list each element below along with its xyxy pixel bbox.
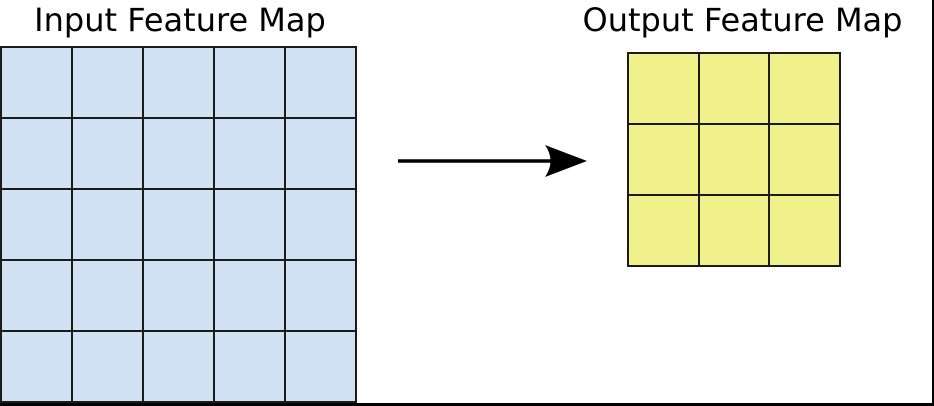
grid-cell	[73, 332, 142, 401]
grid-cell	[629, 54, 698, 123]
grid-cell	[286, 119, 355, 188]
grid-cell	[286, 332, 355, 401]
grid-cell	[215, 332, 284, 401]
grid-cell	[144, 48, 213, 117]
output-feature-map-grid	[627, 52, 841, 267]
grid-cell	[144, 332, 213, 401]
grid-cell	[2, 190, 71, 259]
grid-cell	[73, 261, 142, 330]
grid-cell	[286, 261, 355, 330]
grid-cell	[770, 196, 839, 265]
grid-cell	[2, 119, 71, 188]
grid-cell	[699, 125, 769, 194]
grid-cell	[629, 196, 698, 265]
grid-cell	[73, 48, 142, 117]
grid-cell	[144, 190, 213, 259]
grid-cell	[73, 119, 142, 188]
grid-cell	[144, 261, 213, 330]
grid-cell	[215, 119, 284, 188]
grid-cell	[699, 196, 769, 265]
grid-cell	[215, 190, 284, 259]
grid-cell	[699, 54, 769, 123]
grid-cell	[2, 48, 71, 117]
grid-cell	[770, 125, 839, 194]
grid-cell	[629, 125, 698, 194]
grid-cell	[286, 48, 355, 117]
input-feature-map-title: Input Feature Map	[34, 1, 326, 39]
grid-cell	[2, 332, 71, 401]
grid-cell	[215, 48, 284, 117]
input-feature-map-grid	[0, 46, 357, 403]
output-feature-map-title: Output Feature Map	[582, 1, 903, 39]
grid-cell	[215, 261, 284, 330]
grid-cell	[73, 190, 142, 259]
grid-cell	[770, 54, 839, 123]
grid-cell	[2, 261, 71, 330]
grid-cell	[144, 119, 213, 188]
right-arrow-icon	[398, 145, 587, 177]
grid-cell	[286, 190, 355, 259]
